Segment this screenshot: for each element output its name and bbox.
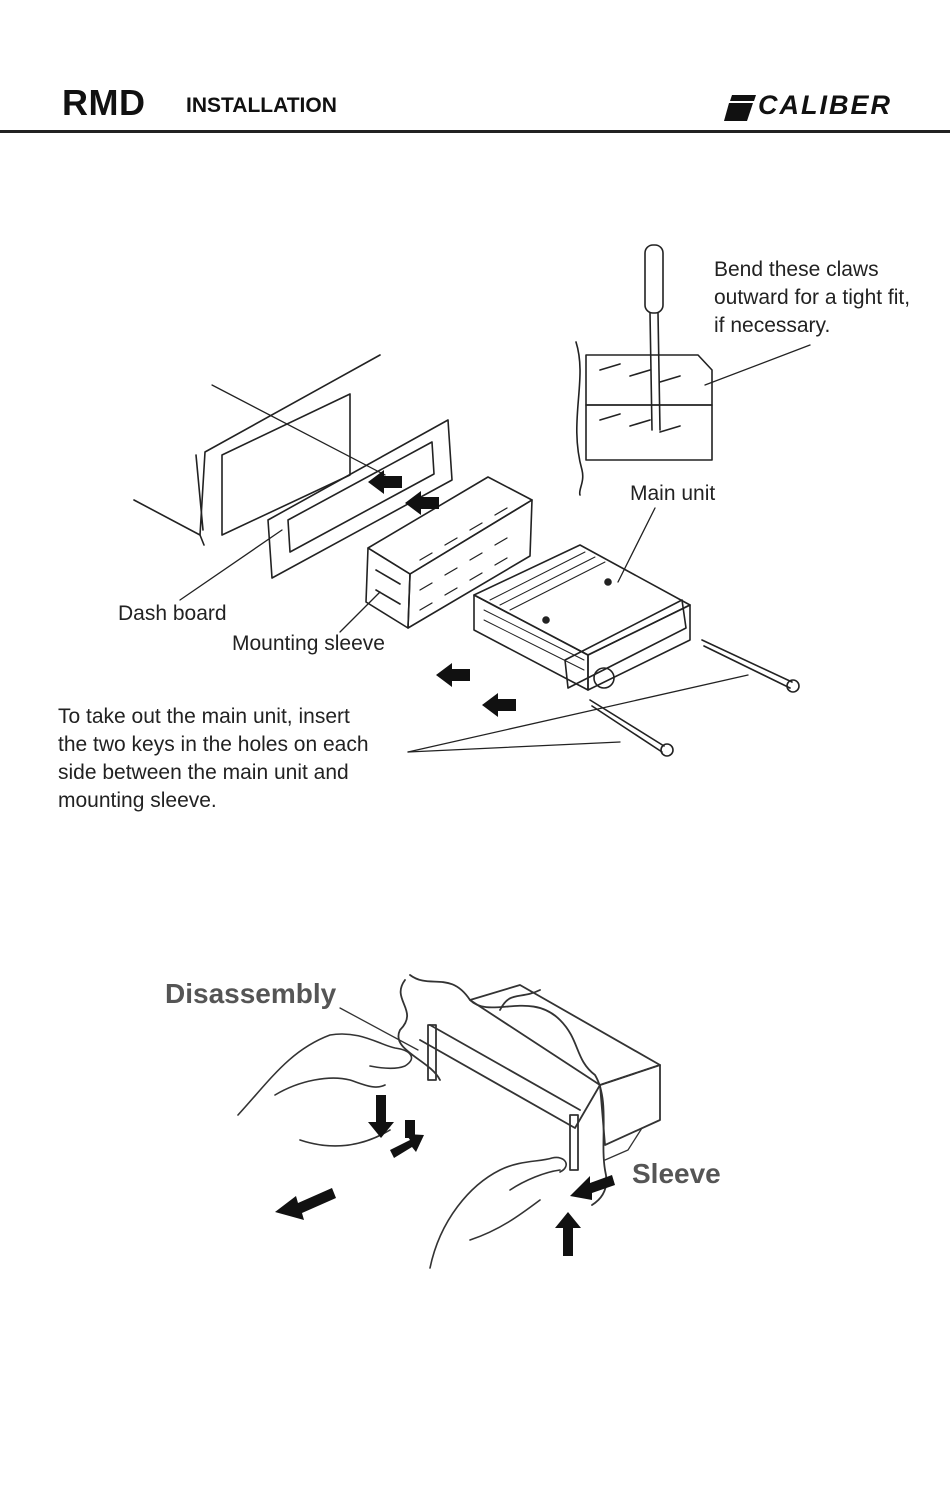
disassembly-arrows (275, 1095, 615, 1256)
sleeve-drawing (420, 985, 660, 1170)
arrow-stem-icon (405, 1120, 415, 1138)
arrow-left-icon (570, 1175, 615, 1200)
sleeve-leader (605, 1128, 642, 1160)
arrow-lower-left-icon (275, 1188, 336, 1220)
arrow-down-icon (368, 1095, 394, 1138)
arrow-up-icon (555, 1212, 581, 1256)
sleeve-label: Sleeve (632, 1158, 721, 1190)
disassembly-label: Disassembly (165, 978, 336, 1010)
